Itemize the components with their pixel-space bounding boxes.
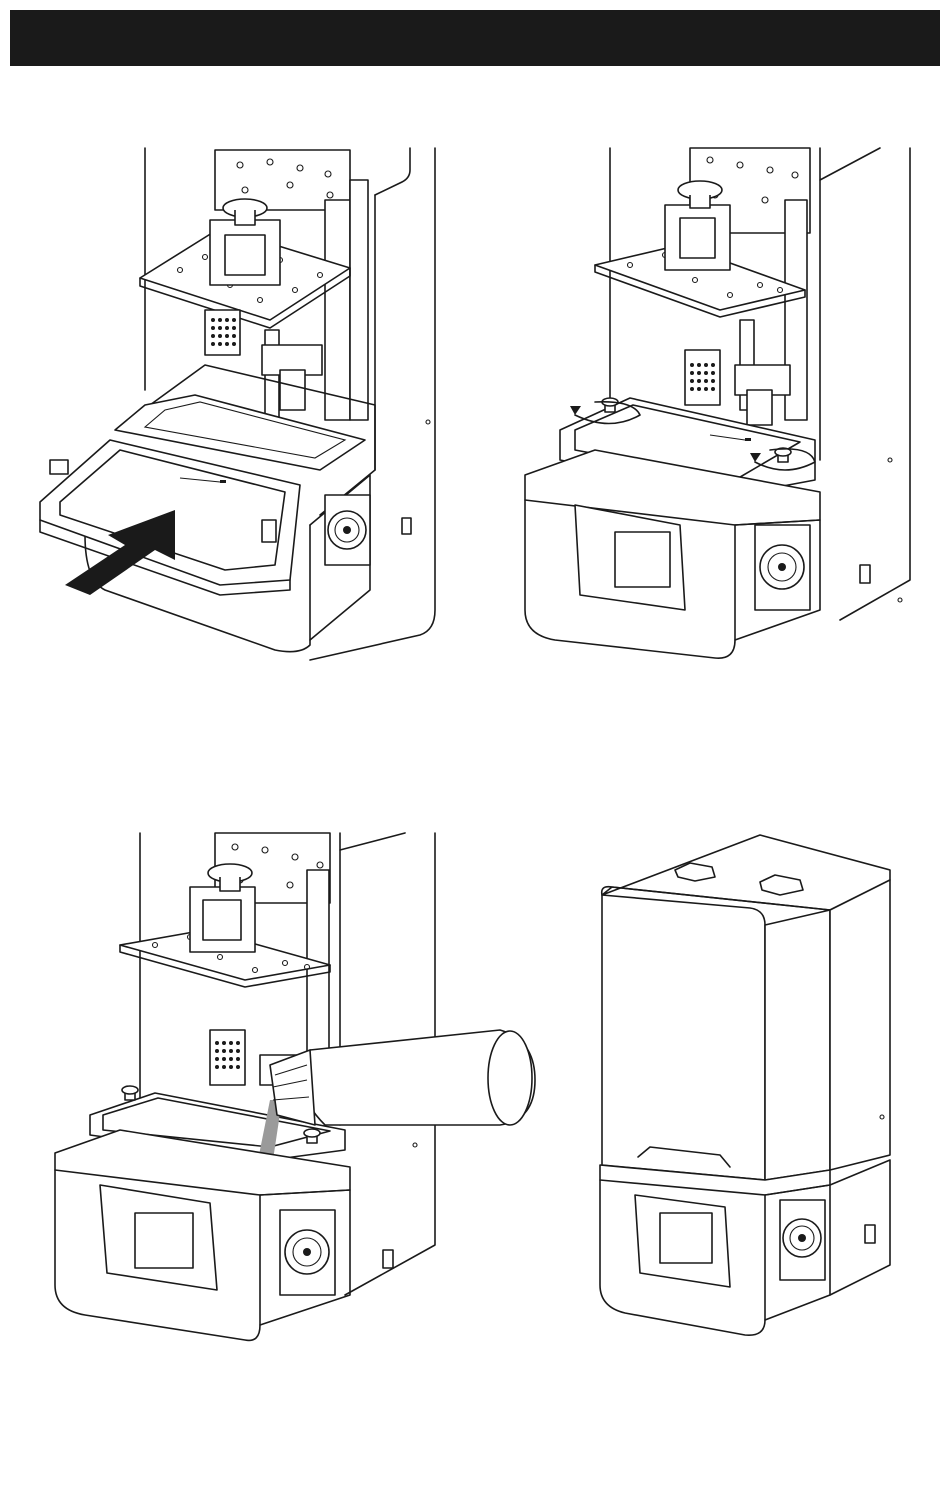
power-port-icon [865, 1225, 875, 1243]
cover-side-right [830, 880, 890, 1170]
housing-top [375, 148, 410, 195]
figure-insert-vat [30, 140, 450, 665]
cover-side-left [765, 910, 830, 1180]
printer-illustration [515, 140, 925, 665]
power-port-icon [383, 1250, 393, 1268]
header-bar [10, 10, 940, 66]
power-port-icon [860, 565, 870, 583]
housing-side [840, 148, 910, 620]
power-port-icon [402, 518, 411, 534]
touch-screen [615, 532, 670, 587]
printer-illustration [590, 825, 910, 1350]
cover-front [602, 895, 765, 1180]
touch-screen [660, 1213, 712, 1263]
touch-screen [135, 1213, 193, 1268]
vent-grille [210, 1030, 245, 1085]
printer-illustration [45, 825, 540, 1350]
figure-pour-resin [45, 825, 540, 1350]
figure-cover-printer [590, 825, 910, 1350]
vent-grille [205, 310, 240, 355]
figure-tighten-vat-screws [515, 140, 925, 665]
vent-grille [685, 350, 720, 405]
printer-illustration [30, 140, 450, 665]
